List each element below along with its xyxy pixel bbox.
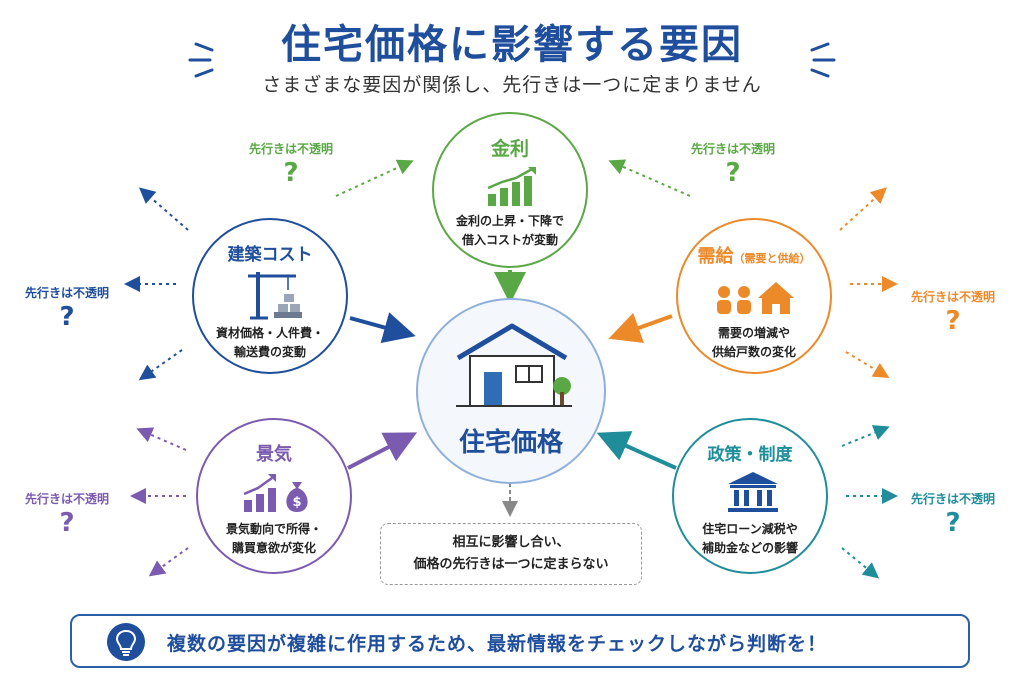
uncertainty-label: 先行きは不透明 — [24, 286, 109, 300]
mutual-line1: 相互に影響し合い、 — [452, 535, 570, 550]
arrow-economy-to-center — [347, 432, 418, 470]
uncertainty-left-lower: 先行きは不透明 ? — [2, 490, 132, 539]
uncertainty-top-left: 先行きは不透明 ? — [226, 140, 356, 189]
factor-supply-desc: 需要の増減や 供給戸数の変化 — [678, 324, 830, 362]
factor-economy: 景気 $ 景気動向で所得・ 購買意欲が変化 — [196, 418, 352, 574]
factor-supply-desc-line1: 需要の増減や — [717, 326, 790, 340]
factor-supply-title-main: 需給 — [697, 246, 734, 267]
mutual-line2: 価格の先行きは一つに定まらない — [413, 557, 609, 572]
factor-policy-desc: 住宅ローン減税や 補助金などの影響 — [674, 520, 826, 558]
title-accent-left — [188, 42, 214, 78]
uncertainty-left-upper: 先行きは不透明 ? — [2, 284, 132, 333]
factor-supply-title: 需給（需要と供給） — [678, 242, 830, 268]
question-mark: ? — [945, 508, 961, 538]
page-title: 住宅価格に影響する要因 — [281, 22, 743, 68]
arrow-supply-to-center — [608, 312, 673, 343]
factor-policy-desc-line1: 住宅ローン減税や — [702, 522, 798, 536]
tip-text: 複数の要因が複雑に作用するため、最新情報をチェックしながら判断を！ — [167, 633, 828, 655]
arrow-policy-to-center — [596, 431, 677, 470]
uncertainty-label: 先行きは不透明 — [24, 492, 109, 506]
uncertainty-label: 先行きは不透明 — [910, 492, 995, 506]
factor-construction-desc-line1: 資材価格・人件費・ — [215, 326, 324, 340]
factor-supply-title-sub: （需要と供給） — [733, 252, 811, 265]
center-housing-price: 住宅価格 — [416, 298, 606, 484]
factor-interest: 金利 金利の上昇・下降で 借入コストが変動 — [432, 112, 588, 268]
construction-crane-icon — [248, 272, 302, 320]
rising-bar-chart-icon — [487, 166, 536, 206]
government-building-icon — [728, 472, 778, 512]
factor-economy-desc: 景気動向で所得・ 購買意欲が変化 — [198, 520, 350, 558]
uncertainty-arrows — [124, 159, 898, 579]
uncertainty-right-upper: 先行きは不透明 ? — [888, 288, 1018, 337]
lightbulb-icon — [107, 623, 145, 661]
question-mark: ? — [725, 158, 741, 188]
question-mark: ? — [59, 508, 75, 538]
uncertainty-top-right: 先行きは不透明 ? — [668, 140, 798, 189]
uncertainty-label: 先行きは不透明 — [910, 290, 995, 304]
factor-construction-desc-line2: 輸送費の変動 — [233, 345, 306, 359]
factor-economy-desc-line1: 景気動向で所得・ — [225, 522, 322, 536]
factor-economy-title: 景気 — [256, 444, 292, 465]
factor-supply-desc-line2: 供給戸数の変化 — [711, 345, 796, 359]
factor-interest-desc: 金利の上昇・下降で 借入コストが変動 — [434, 212, 586, 250]
question-mark: ? — [283, 158, 299, 188]
money-bag-chart-icon: $ — [243, 474, 308, 512]
factor-construction: 建築コスト 資材価格・人件費・ 輸送費の変動 — [192, 218, 348, 374]
factor-construction-desc: 資材価格・人件費・ 輸送費の変動 — [194, 324, 346, 362]
title-accent-right — [810, 42, 836, 78]
factor-interest-desc-line1: 金利の上昇・下降で — [455, 214, 564, 228]
factor-interest-desc-line2: 借入コストが変動 — [461, 233, 558, 247]
factor-interest-title: 金利 — [490, 138, 529, 160]
uncertainty-label: 先行きは不透明 — [690, 142, 775, 156]
question-mark: ? — [945, 306, 961, 336]
center-title: 住宅価格 — [458, 428, 563, 458]
factor-policy-title: 政策・制度 — [707, 445, 793, 465]
question-mark: ? — [59, 302, 75, 332]
factor-supply: 需給（需要と供給） 需要の増減や 供給戸数の変化 — [676, 218, 832, 374]
factor-policy-desc-line2: 補助金などの影響 — [701, 541, 798, 555]
tip-banner: 複数の要因が複雑に作用するため、最新情報をチェックしながら判断を！ — [70, 614, 970, 668]
uncertainty-right-lower: 先行きは不透明 ? — [888, 490, 1018, 539]
factor-policy: 政策・制度 住宅ローン減税や 補助金などの影響 — [672, 418, 828, 574]
factor-construction-title: 建築コスト — [227, 245, 313, 265]
uncertainty-label: 先行きは不透明 — [248, 142, 333, 156]
factor-economy-desc-line2: 購買意欲が変化 — [231, 541, 316, 555]
svg-text:$: $ — [292, 495, 301, 510]
page-subtitle: さまざまな要因が関係し、先行きは一つに定まりません — [262, 74, 762, 96]
house-icon — [456, 323, 572, 407]
people-house-icon — [717, 282, 794, 314]
mutual-influence-note: 相互に影響し合い、 価格の先行きは一つに定まらない — [380, 523, 642, 585]
arrow-construction-to-center — [349, 312, 416, 344]
